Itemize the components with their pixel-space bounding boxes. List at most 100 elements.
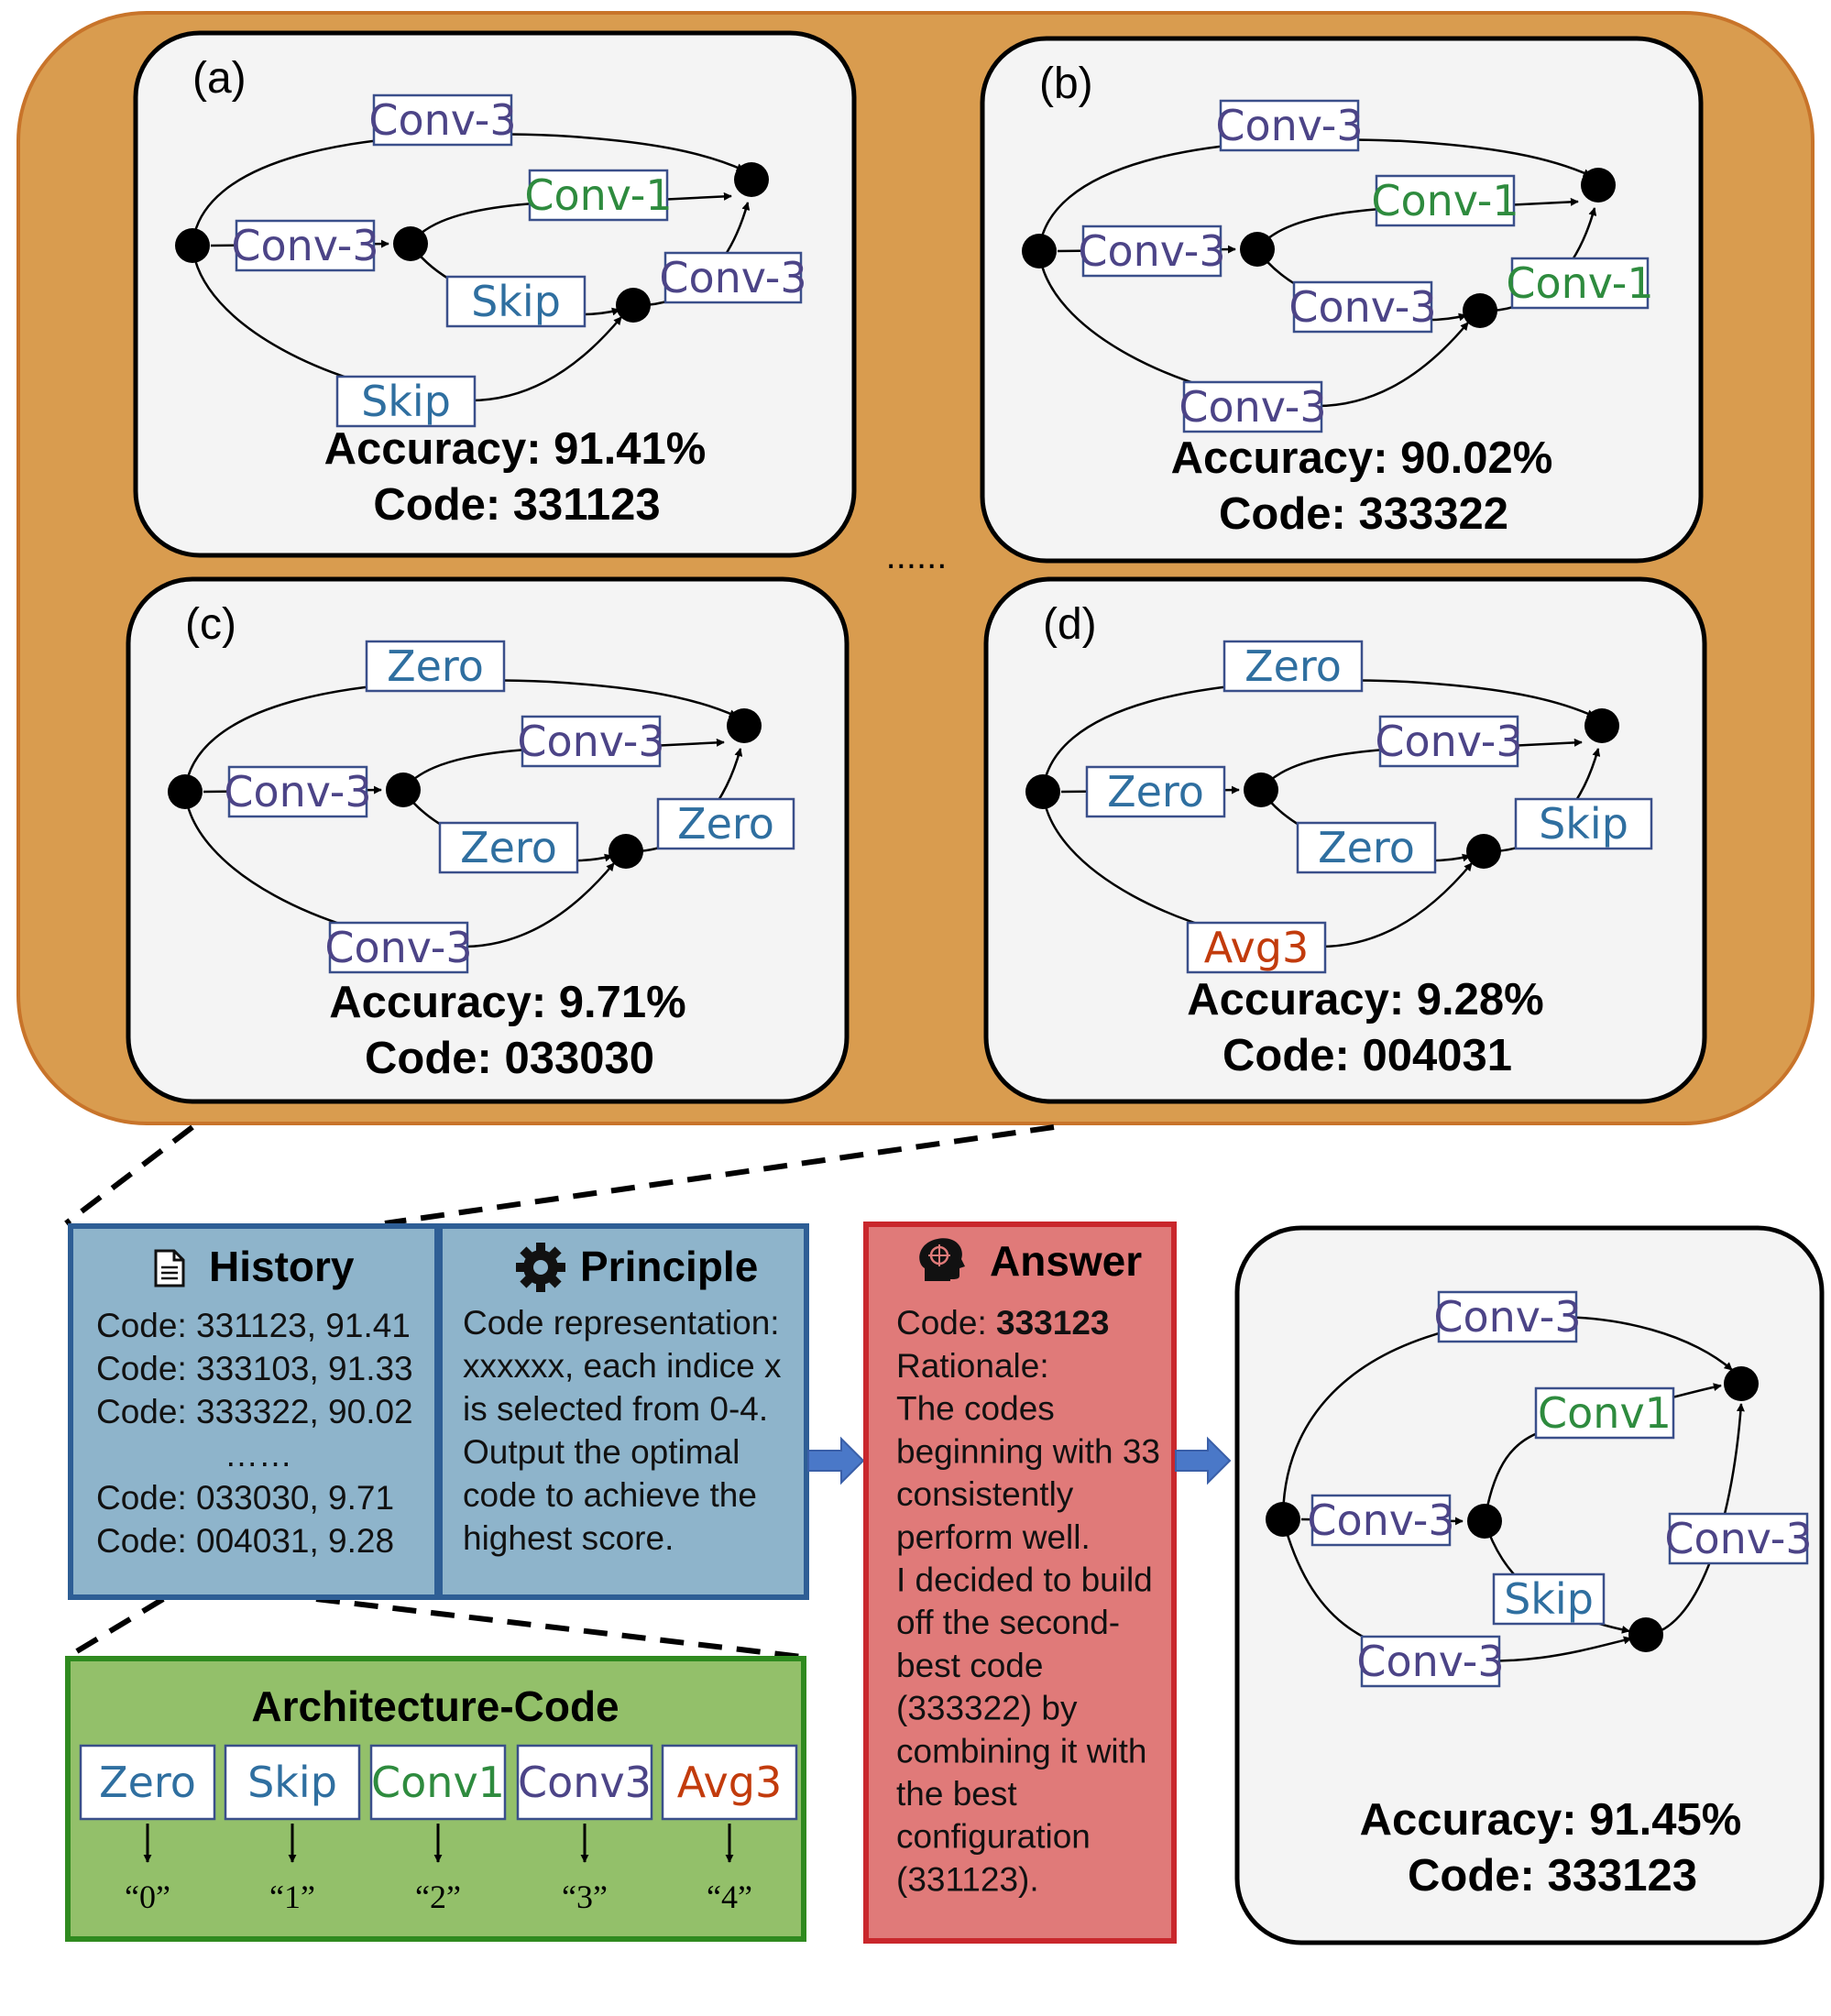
panel-tag: (a) xyxy=(192,54,247,103)
op-label: Zero xyxy=(677,799,774,849)
code-label: Code: 333322 xyxy=(1219,489,1508,539)
arch-code-item-avg3: Avg3“4” xyxy=(661,1744,798,1915)
op-label: Zero xyxy=(1244,641,1342,691)
result-panel: Conv-3Conv1Conv-3SkipConv-3Conv-3Accurac… xyxy=(1234,1225,1825,1945)
op-box-bottom: Conv-3 xyxy=(1356,1635,1505,1688)
code-label: Code: 004031 xyxy=(1222,1031,1512,1080)
op-box-in_mid: Conv-3 xyxy=(1078,225,1226,278)
op-box-low_out: Conv-1 xyxy=(1506,257,1654,310)
graph-node xyxy=(1022,234,1057,268)
answer-line: perform well. xyxy=(896,1518,1091,1556)
op-label: Zero xyxy=(1107,767,1204,816)
zoom-lines xyxy=(64,1124,1055,1660)
architecture-code-panel: Architecture-Code Zero“0”Skip“1”Conv1 “2”… xyxy=(65,1656,806,1942)
op-box-mid_low: Skip xyxy=(1492,1572,1606,1626)
arch-op-label: Conv1 xyxy=(371,1758,505,1807)
principle-title: Principle xyxy=(580,1243,758,1290)
op-label: Conv-3 xyxy=(1078,226,1225,276)
panel-tag: (c) xyxy=(185,600,236,649)
op-label: Zero xyxy=(460,823,557,872)
graph-node xyxy=(1244,772,1278,807)
accuracy-label: Accuracy: 91.45% xyxy=(1360,1795,1742,1845)
op-label: Zero xyxy=(1318,823,1415,872)
op-box-low_out: Zero xyxy=(656,797,795,850)
op-box-mid_out: Conv-3 xyxy=(1375,715,1523,768)
op-box-mid_low: Skip xyxy=(445,275,587,328)
op-label: Avg3 xyxy=(1204,923,1309,972)
op-box-mid_out: Conv-1 xyxy=(524,169,673,222)
op-label: Skip xyxy=(1504,1574,1594,1624)
op-box-low_out: Skip xyxy=(1514,797,1653,850)
principle-line: highest score. xyxy=(463,1519,674,1557)
answer-code-line: Code: 333123 xyxy=(896,1304,1109,1342)
graph-node xyxy=(1581,168,1616,203)
graph-node xyxy=(1266,1502,1300,1537)
op-label: Conv-3 xyxy=(1356,1637,1504,1686)
graph-node xyxy=(1584,708,1619,743)
principle-line: Output the optimal xyxy=(463,1433,740,1471)
arch-code-value: “0” xyxy=(125,1879,170,1915)
op-label: Conv-3 xyxy=(231,221,378,270)
answer-line: configuration xyxy=(896,1818,1091,1856)
answer-title: Answer xyxy=(990,1237,1142,1285)
op-label: Conv-3 xyxy=(1433,1292,1581,1342)
op-box-low_out: Conv-3 xyxy=(1664,1512,1813,1565)
arch-code-value: “2” xyxy=(415,1879,461,1915)
ellipsis-separator: ...... xyxy=(886,536,948,576)
gear-icon xyxy=(516,1243,565,1292)
op-box-top: Zero xyxy=(365,640,506,693)
accuracy-label: Accuracy: 90.02% xyxy=(1171,433,1553,483)
graph-node xyxy=(1025,774,1060,809)
op-label: Conv-1 xyxy=(524,170,672,220)
graph-node xyxy=(609,834,643,869)
accuracy-label: Accuracy: 91.41% xyxy=(324,424,707,474)
op-label: Conv-3 xyxy=(659,253,806,302)
op-label: Conv1 xyxy=(1538,1388,1672,1438)
architecture-code-title: Architecture-Code xyxy=(251,1682,619,1730)
op-label: Skip xyxy=(1539,799,1628,849)
flow-arrow-to-result xyxy=(1175,1436,1232,1485)
graph-node xyxy=(1628,1617,1663,1652)
op-label: Conv-3 xyxy=(368,95,516,145)
graph-node xyxy=(168,774,203,809)
answer-line: beginning with 33 xyxy=(896,1432,1160,1470)
answer-line: combining it with xyxy=(896,1732,1147,1769)
answer-line: Rationale: xyxy=(896,1347,1049,1385)
graph-node xyxy=(386,772,421,807)
op-label: Conv-3 xyxy=(224,767,371,816)
graph-node xyxy=(727,708,762,743)
history-line: Code: 033030, 9.71 xyxy=(96,1479,394,1517)
code-label: Code: 033030 xyxy=(365,1034,654,1083)
principle-line: Code representation: xyxy=(463,1304,780,1342)
graph-node xyxy=(1240,232,1275,267)
op-label: Conv-3 xyxy=(324,923,472,972)
accuracy-label: Accuracy: 9.71% xyxy=(329,978,686,1027)
op-box-top: Conv-3 xyxy=(1433,1290,1582,1343)
graph-node xyxy=(1724,1366,1759,1401)
arch-code-value: “3” xyxy=(562,1879,608,1915)
arch-code-item-zero: Zero“0” xyxy=(79,1744,216,1915)
op-box-mid_low: Zero xyxy=(1296,821,1437,874)
principle-panel: Principle Code representation:xxxxxx, ea… xyxy=(437,1223,809,1600)
op-box-low_out: Conv-3 xyxy=(659,251,807,304)
arch-code-value: “4” xyxy=(707,1879,752,1915)
answer-line: consistently xyxy=(896,1475,1074,1513)
history-line: Code: 333322, 90.02 xyxy=(96,1393,413,1430)
answer-line: (333322) by xyxy=(896,1690,1078,1727)
answer-line: I decided to build xyxy=(896,1561,1153,1599)
op-label: Skip xyxy=(361,377,451,426)
arch-code-item-skip: Skip“1” xyxy=(224,1744,361,1915)
history-line: Code: 004031, 9.28 xyxy=(96,1522,394,1560)
op-box-mid_out: Conv-1 xyxy=(1371,174,1519,227)
op-label: Zero xyxy=(387,641,484,691)
op-box-bottom: Conv-3 xyxy=(1179,380,1327,433)
op-box-in_mid: Zero xyxy=(1085,765,1226,818)
op-box-mid_out: Conv1 xyxy=(1534,1386,1675,1440)
flow-arrow-to-answer xyxy=(807,1436,865,1485)
accuracy-label: Accuracy: 9.28% xyxy=(1187,975,1544,1024)
answer-line: (331123). xyxy=(896,1860,1039,1898)
op-box-top: Conv-3 xyxy=(368,93,517,147)
